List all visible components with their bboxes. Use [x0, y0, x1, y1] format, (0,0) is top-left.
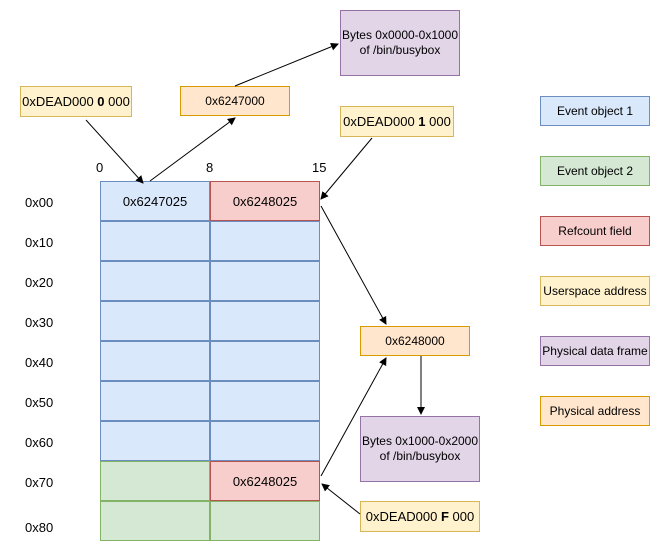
- userspace-address-suffix: 000: [425, 114, 451, 129]
- legend-physical-data-frame: Physical data frame: [540, 336, 650, 366]
- cell-value-event1-pointer: 0x6247025: [122, 193, 188, 209]
- event2-cell: [210, 501, 320, 541]
- userspace-address-prefix: 0xDEAD000: [22, 94, 98, 109]
- event1-cell: [210, 421, 320, 461]
- row-label-0x80: 0x80: [25, 520, 54, 535]
- legend-physical-address: Physical address: [540, 396, 650, 426]
- data-frame-line1: Bytes 0x1000-0x2000: [361, 434, 479, 448]
- cell-value-refcount-event2: 0x6248025: [232, 473, 298, 489]
- event2-cell: [100, 501, 210, 541]
- arrow-userspace1-to-refcount: [320, 137, 373, 200]
- row-label-0x40: 0x40: [25, 355, 54, 370]
- column-label-0: 0: [96, 160, 104, 175]
- column-label-8: 8: [206, 160, 214, 175]
- refcount-cell: [210, 461, 320, 501]
- userspace-address-page-index: 0: [97, 94, 105, 109]
- userspace-address-0: 0xDEAD000 0 000: [20, 86, 132, 117]
- event2-cell: [100, 461, 210, 501]
- arrow-userspace0-to-cell: [85, 119, 144, 184]
- userspace-address-prefix: 0xDEAD000: [365, 509, 441, 524]
- data-frame-line2: of /bin/busybox: [379, 449, 461, 463]
- event1-cell: [210, 341, 320, 381]
- physical-data-frame-1: Bytes 0x0000-0x1000 of /bin/busybox: [340, 10, 460, 76]
- event1-cell: [100, 341, 210, 381]
- row-label-0x50: 0x50: [25, 395, 54, 410]
- legend-userspace-address: Userspace address: [540, 276, 650, 306]
- arrow-refcount-to-physaddr2: [320, 205, 387, 325]
- row-label-0x70: 0x70: [25, 475, 54, 490]
- cell-value-refcount-event1: 0x6248025: [232, 193, 298, 209]
- event1-cell: [210, 301, 320, 341]
- arrow-refcount2-to-physaddr2: [320, 357, 387, 477]
- data-frame-line2: of /bin/busybox: [359, 43, 441, 57]
- physical-address-1: 0x6247000: [180, 86, 290, 116]
- event1-cell: [100, 421, 210, 461]
- row-label-0x60: 0x60: [25, 435, 54, 450]
- legend-event-object-2: Event object 2: [540, 156, 650, 186]
- event1-cell: [210, 221, 320, 261]
- legend-event-object-1: Event object 1: [540, 96, 650, 126]
- data-frame-line1: Bytes 0x0000-0x1000: [341, 28, 459, 42]
- row-label-0x10: 0x10: [25, 235, 54, 250]
- event1-cell: [100, 301, 210, 341]
- event1-cell: [100, 381, 210, 421]
- arrow-userspacef-to-refcount2: [321, 483, 361, 515]
- refcount-cell: [210, 181, 320, 221]
- row-label-0x00: 0x00: [25, 195, 54, 210]
- physical-data-frame-2: Bytes 0x1000-0x2000 of /bin/busybox: [360, 416, 480, 482]
- event1-cell: [100, 261, 210, 301]
- column-label-15: 15: [312, 160, 327, 175]
- row-label-0x20: 0x20: [25, 275, 54, 290]
- event1-cell: [210, 381, 320, 421]
- row-label-0x30: 0x30: [25, 315, 54, 330]
- userspace-address-suffix: 000: [448, 509, 475, 524]
- arrow-cell-to-physaddr1: [149, 117, 236, 182]
- physical-address-2: 0x6248000: [360, 326, 470, 356]
- userspace-address-suffix: 000: [104, 94, 130, 109]
- userspace-address-page-index: 1: [418, 114, 426, 129]
- event1-cell: [210, 261, 320, 301]
- event1-cell: [100, 221, 210, 261]
- legend-refcount-field: Refcount field: [540, 216, 650, 246]
- event1-cell: [100, 181, 210, 221]
- userspace-address-1: 0xDEAD000 1 000: [340, 106, 454, 137]
- userspace-address-page-index: F: [440, 509, 449, 524]
- userspace-address-prefix: 0xDEAD000: [343, 114, 419, 129]
- arrow-physaddr1-to-frame1: [234, 42, 339, 87]
- userspace-address-f: 0xDEAD000 F 000: [360, 501, 480, 532]
